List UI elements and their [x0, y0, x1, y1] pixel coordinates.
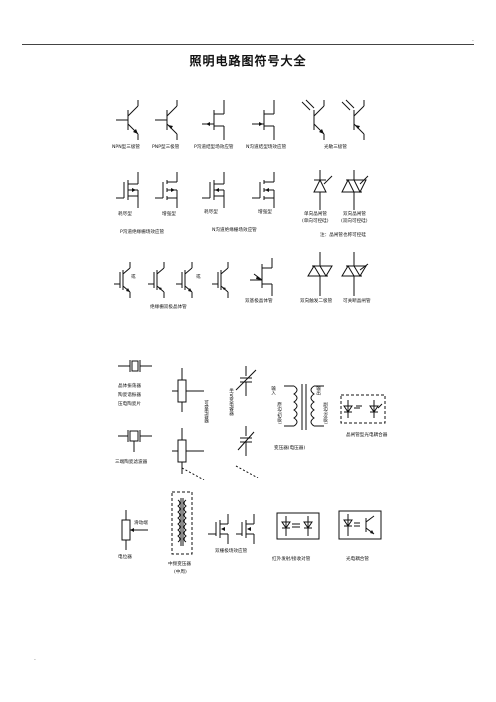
ceramic-resonator-label: 陶瓷谐振器 [118, 393, 141, 398]
n-mos-depletion-symbol [200, 172, 232, 208]
diac-label: 双向触发二极管 [300, 299, 333, 304]
diac-gto-symbols [306, 252, 370, 296]
transformer-symbol [276, 380, 338, 440]
npn-transistor-symbol [114, 100, 146, 140]
ir-pair-symbol [276, 512, 320, 540]
page-title: 照明电路图符号大全 [189, 54, 307, 68]
bi-thyristor-sublabel: (双向可控硅) [341, 219, 368, 224]
pnp-transistor-symbol [153, 100, 185, 140]
n-mos-label: N沟道绝缘栅场效应管 [212, 228, 257, 233]
potentiometer-label: 电位器 [118, 555, 132, 560]
npn-label: NPN型三极管 [112, 145, 141, 150]
or-label-1: 或 [131, 275, 136, 280]
photo-coupler-symbol [338, 510, 382, 540]
if-transformer-symbol [170, 490, 194, 556]
trimmer-cap-label: 半可变电容器 [228, 388, 234, 416]
potentiometer-symbol [118, 510, 152, 550]
input-label: 输入 [270, 386, 276, 396]
pnp-label: PNP型三极管 [152, 145, 180, 150]
p-mos-label: P沟道绝缘栅场效应管 [120, 230, 165, 235]
variable-cap-label: 可变电容器 [203, 400, 209, 423]
corner-dot-top: . [472, 36, 474, 43]
thyristor-note: 注：晶闸管也称可控硅 [320, 233, 366, 238]
output-label: 输出 [315, 386, 321, 396]
three-terminal-filter-symbol [118, 428, 152, 452]
uni-thyristor-sublabel: (单向可控硅) [302, 219, 329, 224]
optocoupler-label: 晶闸管型光电耦合器 [346, 433, 388, 438]
gto-label: 可关断晶闸管 [343, 299, 371, 304]
header-rule [22, 44, 474, 45]
or-label-2: 或 [196, 275, 201, 280]
photo-transistor-label: 光敏三极管 [324, 145, 347, 150]
transformer-label: 变压器(电压器) [274, 446, 306, 451]
p-jfet-symbol [200, 100, 232, 140]
dual-gate-fet-symbol [208, 514, 262, 544]
p-mos-depletion-symbol [114, 172, 146, 208]
dual-base-label: 双基极晶体管 [245, 299, 273, 304]
secondary-label: 副边(次级) [322, 402, 328, 424]
if-transformer-label: 中频变压器 [168, 562, 191, 567]
enhancement-label-1: 增强型 [162, 212, 176, 217]
slider-label: 滑动端 [134, 521, 148, 526]
primary-label: 原边(初级) [276, 402, 282, 424]
thyristor-optocoupler-symbol [340, 394, 386, 424]
p-mos-enhancement-symbol [153, 172, 185, 208]
depletion-label-1: 耗尽型 [118, 212, 132, 217]
variable-resistor-symbols [168, 368, 208, 480]
n-jfet-symbol [250, 100, 282, 140]
trimmer-capacitor-symbols [232, 366, 262, 478]
crystal-label: 晶体振荡器 [118, 384, 141, 389]
igbt-label: 绝缘栅双极晶体管 [150, 305, 187, 310]
piezo-label: 压电陶瓷片 [118, 402, 141, 407]
ir-pair-label: 红外发射/接收对管 [272, 557, 311, 562]
n-jfet-label: N沟道结型场效应管 [246, 145, 287, 150]
depletion-label-2: 耗尽型 [204, 210, 218, 215]
photo-transistor-symbols [300, 98, 370, 140]
thyristor-symbols [306, 170, 370, 210]
enhancement-label-2: 增强型 [258, 210, 272, 215]
p-jfet-label: P沟道结型场效应管 [194, 145, 234, 150]
if-transformer-sublabel: (中周) [174, 570, 187, 575]
three-terminal-filter-label: 三端陶瓷滤波器 [115, 460, 148, 465]
dual-gate-fet-label: 双栅极场效应管 [215, 549, 248, 554]
n-mos-enhancement-symbol [250, 172, 282, 208]
dual-base-transistor-symbol [248, 258, 278, 296]
crystal-oscillator-symbol [118, 357, 152, 375]
photo-coupler-label: 光电耦合管 [346, 557, 369, 562]
uni-thyristor-label: 单向晶闸管 [304, 212, 327, 217]
bi-thyristor-label: 双向晶闸管 [343, 212, 366, 217]
corner-dot-bottom: . [34, 655, 36, 662]
igbt-symbols [112, 262, 244, 298]
